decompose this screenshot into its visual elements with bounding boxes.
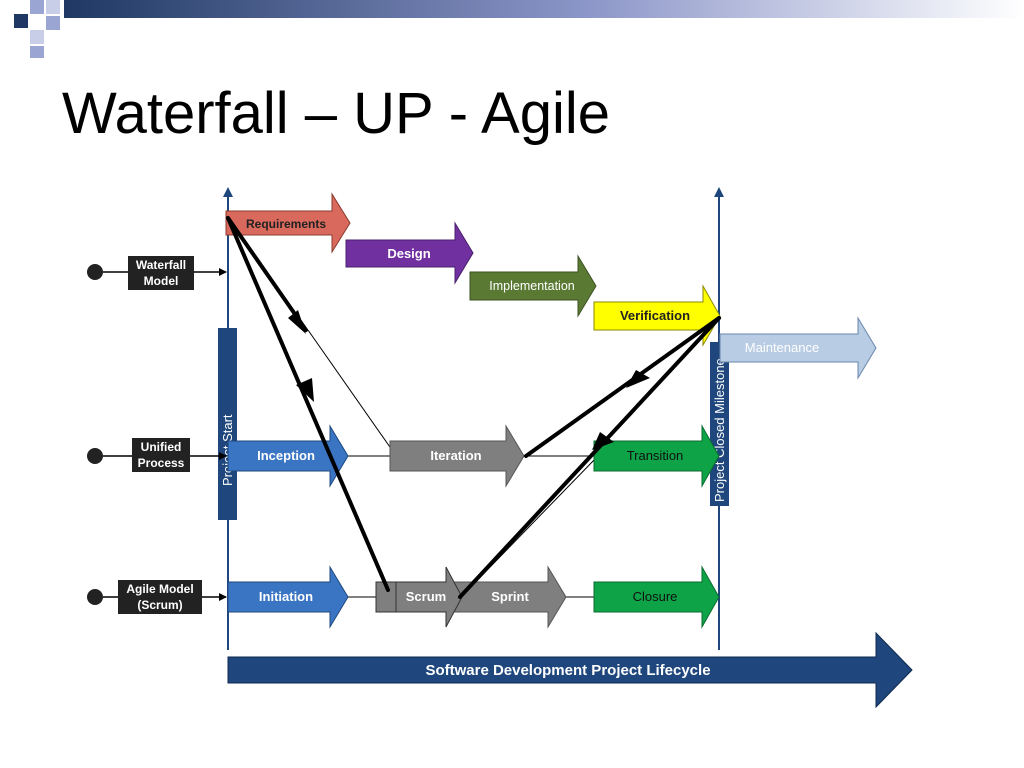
project-closed-banner: Project Closed Milestone [710, 342, 729, 506]
unified-process-line1: Unified [141, 440, 182, 454]
arrowhead-lower-right [592, 432, 614, 450]
phase-maintenance-label: Maintenance [745, 340, 819, 355]
phase-requirements-label: Requirements [246, 217, 326, 231]
corner-decoration [14, 0, 60, 58]
waterfall-model-dot [87, 264, 103, 280]
phase-inception-label: Inception [257, 448, 315, 463]
project-closed-label: Project Closed Milestone [712, 358, 727, 502]
phase-closure-label: Closure [633, 589, 678, 604]
arrowhead-lower-left [296, 378, 314, 402]
phase-requirements: Requirements [225, 192, 351, 254]
phase-scrum-label: Scrum [406, 589, 446, 604]
phase-iteration-label: Iteration [430, 448, 481, 463]
phase-verification: Verification [593, 284, 721, 347]
phase-maintenance: Maintenance [719, 316, 877, 380]
agile-model-line1: Agile Model [126, 582, 193, 596]
unified-process-box [132, 438, 190, 472]
unified-process-dot [87, 448, 103, 464]
phase-implementation: Implementation [469, 254, 597, 318]
lifecycle-arrow: Software Development Project Lifecycle [227, 631, 913, 709]
agile-model-box [118, 580, 202, 614]
slide-title: Waterfall – UP - Agile [62, 81, 610, 146]
phase-implementation-label: Implementation [489, 279, 575, 293]
thick-arrowheads [288, 310, 650, 450]
agile-model-line2: (Scrum) [137, 598, 182, 612]
lifecycle-label: Software Development Project Lifecycle [425, 662, 710, 679]
top-gradient-rule [64, 0, 1024, 18]
waterfall-model-line1: Waterfall [136, 258, 186, 272]
project-start-banner: Project Start [218, 328, 237, 520]
phase-scrum: Scrum [375, 566, 463, 628]
unified-process-line2: Process [138, 456, 185, 470]
arrowhead-upper-right [626, 370, 650, 388]
arrowhead-upper-left [288, 310, 306, 334]
waterfall-model-line2: Model [144, 274, 179, 288]
phase-closure: Closure [593, 565, 720, 629]
phase-transition-label: Transition [627, 448, 684, 463]
phase-iteration: Iteration [389, 424, 525, 488]
thick-mapping-lines [226, 216, 721, 599]
phase-sprint: Sprint [449, 565, 567, 629]
phase-design-label: Design [387, 246, 430, 261]
agile-model-row: Agile Model (Scrum) [87, 580, 227, 614]
waterfall-model-row: Waterfall Model [87, 256, 227, 290]
phase-transition: Transition [593, 424, 720, 488]
agile-model-dot [87, 589, 103, 605]
phase-initiation-label: Initiation [259, 589, 313, 604]
unified-process-row: Unified Process [87, 438, 227, 472]
phase-sprint-label: Sprint [491, 589, 529, 604]
waterfall-model-box [128, 256, 194, 290]
phase-verification-label: Verification [620, 308, 690, 323]
phase-inception: Inception [227, 424, 349, 488]
phase-design: Design [345, 221, 474, 285]
phase-initiation: Initiation [227, 565, 349, 629]
